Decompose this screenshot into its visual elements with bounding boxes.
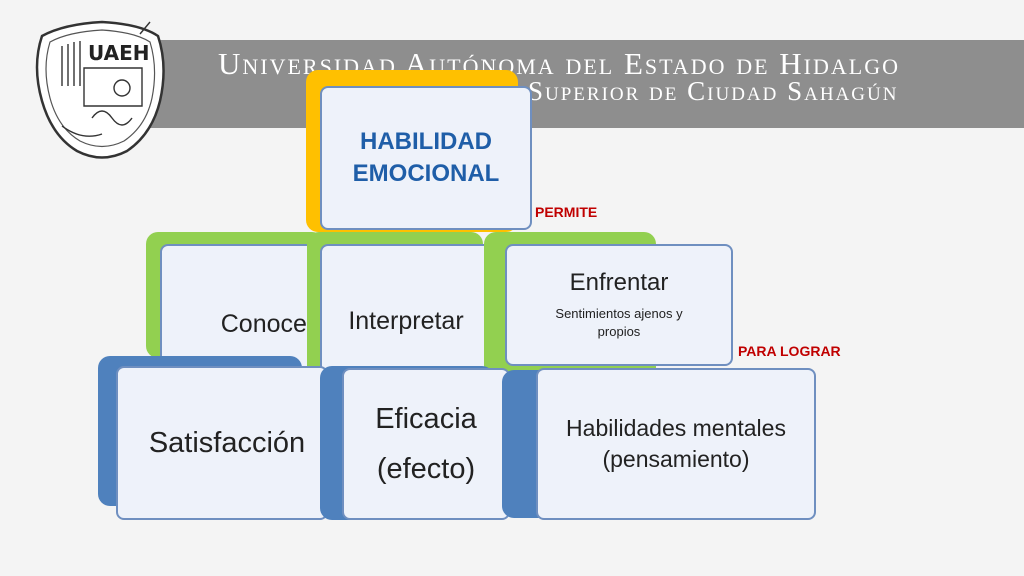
conocer-label: Conocer — [220, 310, 316, 338]
connector-para-lograr: PARA LOGRAR — [738, 343, 841, 359]
interpretar-box: Interpretar — [320, 244, 492, 378]
logo-text: UAEH — [88, 41, 150, 65]
uaeh-logo: UAEH — [35, 20, 165, 159]
eficacia-label-line2: (efecto) — [376, 453, 476, 485]
enfrentar-sublabel: Sentimientos ajenos y propios — [555, 306, 683, 339]
habilidades-mentales-box: Habilidades mentales (pensamiento) — [536, 368, 816, 520]
habilidades-mentales-label: Habilidades mentales (pensamiento) — [566, 415, 786, 472]
eficacia-label-line1: Eficacia — [375, 403, 477, 435]
enfrentar-box: Enfrentar Sentimientos ajenos y propios — [505, 244, 733, 366]
satisfaccion-box: Satisfacción — [116, 366, 328, 520]
habilidad-emocional-box: HABILIDAD EMOCIONAL — [320, 86, 532, 230]
enfrentar-label: Enfrentar — [569, 269, 669, 296]
connector-permite: PERMITE — [535, 204, 598, 220]
header-banner — [110, 40, 1024, 128]
eficacia-box: Eficacia (efecto) — [342, 368, 510, 520]
satisfaccion-label: Satisfacción — [148, 426, 306, 459]
university-name-line2: Superior de Ciudad Sahagún — [528, 76, 899, 106]
interpretar-label: Interpretar — [348, 306, 464, 335]
habilidad-emocional-title: HABILIDAD EMOCIONAL — [352, 128, 500, 187]
